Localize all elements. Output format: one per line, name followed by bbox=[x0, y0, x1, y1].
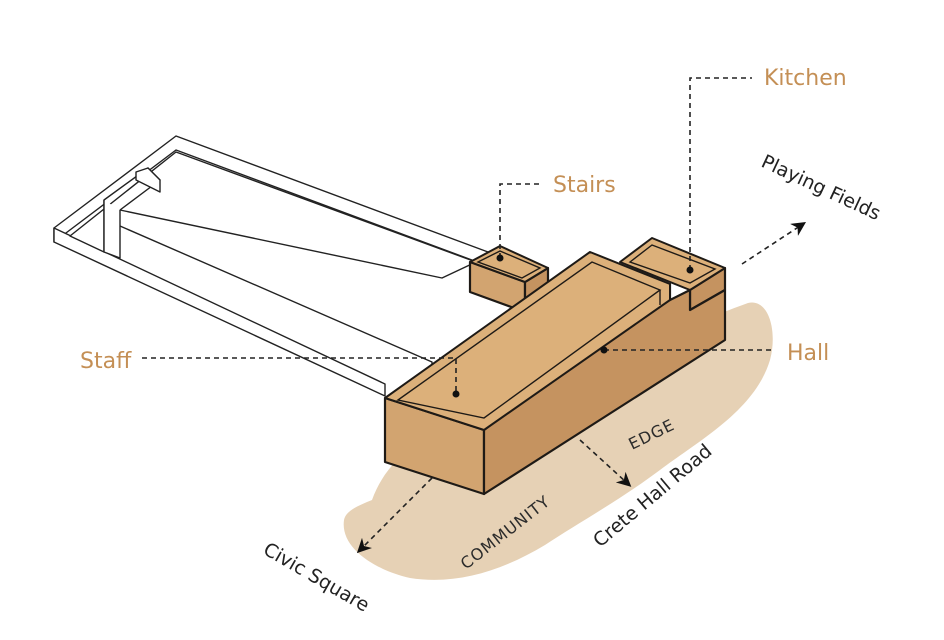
marker-kitchen bbox=[686, 266, 694, 274]
label-stairs: Stairs bbox=[553, 173, 616, 198]
arrow-crete-hall-road bbox=[579, 439, 632, 487]
leader-kitchen bbox=[689, 77, 752, 270]
leader-staff bbox=[142, 357, 457, 394]
label-staff: Staff bbox=[80, 349, 132, 374]
label-kitchen: Kitchen bbox=[764, 66, 847, 91]
marker-stairs bbox=[496, 254, 504, 262]
arrow-playing-fields bbox=[741, 222, 807, 265]
marker-hall bbox=[600, 346, 608, 354]
hall-volume bbox=[383, 251, 727, 496]
arrow-civic-square bbox=[356, 477, 433, 554]
marker-staff bbox=[452, 390, 460, 398]
existing-building-outline bbox=[53, 135, 489, 397]
leader-stairs bbox=[499, 183, 540, 258]
label-hall: Hall bbox=[787, 341, 829, 366]
label-playing-fields: Playing Fields bbox=[758, 151, 884, 225]
